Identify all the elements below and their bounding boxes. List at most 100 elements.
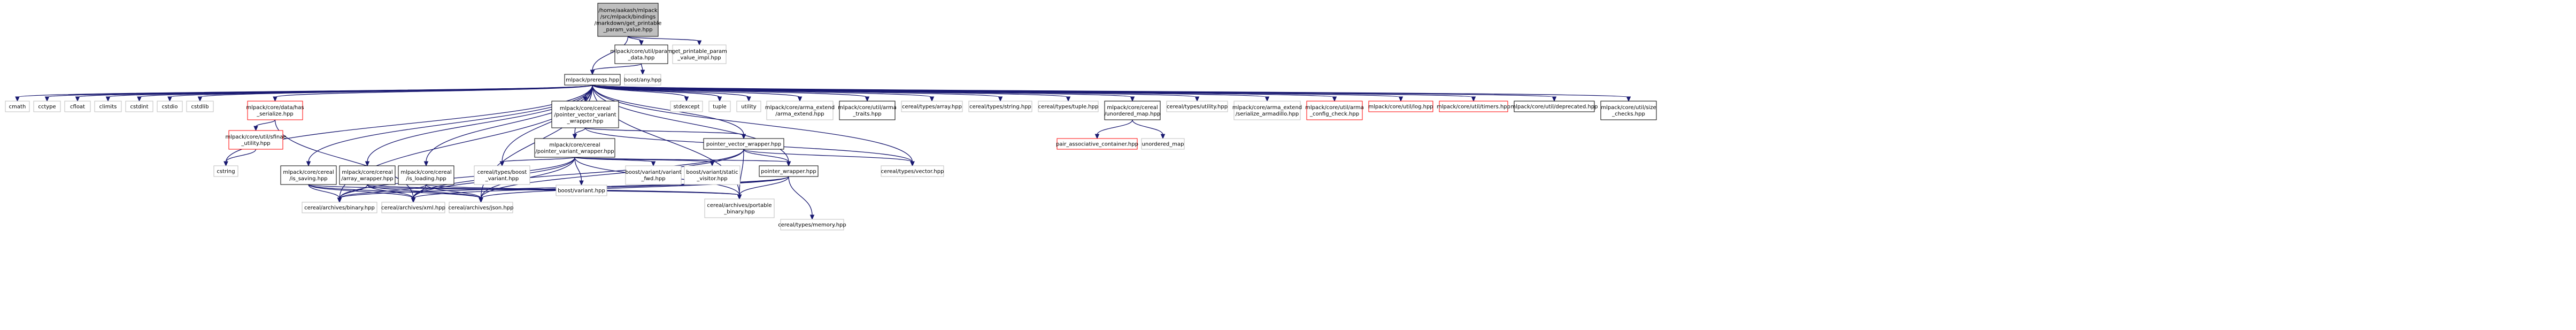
edge-prereqs-to-pvw — [592, 85, 744, 135]
node-pvvw[interactable]: mlpack/core/cereal/pointer_vector_varian… — [551, 101, 619, 128]
node-label-line: utility — [741, 104, 757, 110]
node-cereal-variant: cereal/types/boost_variant.hpp — [474, 165, 530, 185]
node-tuple: tuple — [708, 101, 731, 112]
arrowhead-prereqs-to-arma_traits — [865, 96, 870, 102]
edge-pw-to-memory — [788, 176, 813, 216]
node-box — [551, 101, 619, 128]
node-box — [1514, 101, 1595, 112]
arrowhead-prereqs-to-c_tuple — [1066, 96, 1071, 102]
node-box — [94, 101, 122, 112]
node-c-string: cereal/types/string.hpp — [968, 101, 1032, 112]
node-box — [213, 165, 238, 177]
node-arma-traits[interactable]: mlpack/core/util/arma_traits.hpp — [838, 101, 897, 120]
node-box — [704, 198, 775, 218]
arrowhead-pvvw-to-pvw — [741, 134, 746, 140]
node-size-checks[interactable]: mlpack/core/util/size_checks.hpp — [1600, 101, 1657, 120]
edge-pvvw-to-pvarw — [574, 127, 586, 135]
node-label-line: cstring — [217, 169, 235, 175]
node-label-line: mlpack/core/util/arma — [1305, 105, 1364, 111]
node-label-line: cctype — [38, 104, 56, 110]
node-box — [564, 74, 621, 86]
node-array-wrapper[interactable]: mlpack/core/cereal/array_wrapper.hpp — [339, 165, 396, 185]
edge-pvw-to-vector — [743, 149, 913, 163]
arrowhead-is_loading-to-binary — [337, 197, 342, 203]
node-label-line: _utility.hpp — [241, 141, 270, 147]
node-box — [1166, 101, 1228, 112]
node-cstdint: cstdint — [125, 101, 153, 112]
node-stdexcept: stdexcept — [670, 101, 703, 112]
node-box — [1306, 101, 1363, 120]
node-label-line: /home/aakash/mlpack — [598, 8, 657, 14]
node-label-line: cereal/types/vector.hpp — [881, 169, 944, 175]
node-utility: utility — [736, 101, 761, 112]
arrowhead-pvw-to-pw — [786, 161, 791, 167]
arrowhead-sfinae-to-cstring — [223, 161, 228, 167]
node-pw[interactable]: pointer_wrapper.hpp — [759, 165, 819, 177]
node-is-loading[interactable]: mlpack/core/cereal/is_loading.hpp — [398, 165, 454, 185]
node-box — [280, 165, 337, 185]
edge-unordered_map_hpp-to-pair_assoc — [1097, 119, 1133, 135]
edge-pvarw-to-cereal_variant — [502, 157, 575, 163]
node-box — [339, 165, 396, 185]
node-is-saving[interactable]: mlpack/core/cereal/is_saving.hpp — [280, 165, 337, 185]
arrowhead-pw-to-memory — [809, 214, 815, 220]
edge-prereqs-to-has_serialize — [274, 85, 593, 98]
node-box — [780, 219, 844, 231]
node-prereqs[interactable]: mlpack/prereqs.hpp — [564, 74, 621, 86]
node-root[interactable]: /home/aakash/mlpack/src/mlpack/bindings/… — [595, 3, 662, 37]
arrowhead-prereqs-to-cfloat — [75, 96, 80, 102]
arrowhead-is_loading-to-xml — [411, 197, 416, 203]
node-box — [1600, 101, 1657, 120]
edge-prereqs-to-is_loading — [426, 85, 593, 163]
node-deprecated[interactable]: mlpack/core/util/deprecated.hpp — [1510, 101, 1598, 112]
node-label-line: pointer_vector_wrapper.hpp — [706, 142, 781, 148]
node-sfinae[interactable]: mlpack/core/util/sfinae_utility.hpp — [226, 130, 287, 150]
node-box — [684, 165, 741, 185]
node-param-data[interactable]: mlpack/core/util/param_data.hpp — [610, 44, 673, 64]
arrowhead-prereqs-to-has_serialize — [273, 96, 277, 102]
node-label-line: cereal/types/boost — [477, 170, 527, 175]
node-static-visitor: boost/variant/static_visitor.hpp — [684, 165, 741, 185]
node-log[interactable]: mlpack/core/util/log.hpp — [1368, 101, 1433, 112]
node-label-line: cereal/types/tuple.hpp — [1038, 104, 1099, 110]
arrowhead-pvarw-to-variant_fwd — [651, 161, 656, 167]
node-pvw[interactable]: pointer_vector_wrapper.hpp — [703, 138, 784, 150]
node-arma-config[interactable]: mlpack/core/util/arma_config_check.hpp — [1305, 101, 1364, 120]
arrowhead-pvarw-to-cereal_variant — [499, 161, 505, 167]
arrowhead-prereqs-to-size_checks — [1626, 96, 1631, 102]
node-label-line: /arma_extend.hpp — [775, 111, 824, 117]
node-has-serialize[interactable]: mlpack/core/data/has_serialize.hpp — [246, 101, 304, 120]
edge-is_saving-to-json — [308, 184, 482, 199]
node-box — [1368, 101, 1433, 112]
node-box — [1233, 101, 1301, 120]
arrowhead-param_data-to-prereqs — [590, 70, 595, 75]
node-label-line: /pointer_vector_variant — [554, 112, 616, 118]
node-label-line: mlpack/core/util/param — [610, 49, 672, 55]
node-pair-assoc[interactable]: pair_associative_container.hpp — [1056, 138, 1138, 150]
edge-pw-to-portable — [739, 176, 789, 196]
node-label-line: cfloat — [70, 104, 85, 110]
node-pvarw[interactable]: mlpack/core/cereal/pointer_variant_wrapp… — [534, 138, 615, 158]
node-label-line: _checks.hpp — [1611, 111, 1645, 117]
arrowhead-unordered_map_hpp-to-pair_assoc — [1094, 134, 1100, 140]
node-unordered-map-hpp[interactable]: mlpack/core/cereal/unordered_map.hpp — [1104, 101, 1161, 120]
node-cstdio: cstdio — [157, 101, 183, 112]
node-label-line: _wrapper.hpp — [567, 119, 604, 125]
node-timers[interactable]: mlpack/core/util/timers.hpp — [1437, 101, 1510, 112]
node-label-line: mlpack/core/cereal — [560, 106, 611, 112]
edge-layer — [15, 36, 1631, 220]
node-label-line: unordered_map — [1142, 142, 1184, 148]
node-label-line: /array_wrapper.hpp — [341, 176, 393, 182]
node-box — [1439, 101, 1508, 112]
arrowhead-prereqs-to-is_loading — [423, 161, 429, 167]
node-box — [736, 101, 761, 112]
node-label-line: mlpack/core/cereal — [342, 170, 392, 175]
edge-pvw-to-pw — [743, 149, 789, 163]
arrowhead-param_data-to-boost_any — [640, 70, 645, 75]
node-label-line: /is_loading.hpp — [406, 176, 446, 182]
arrowhead-prereqs-to-cmath — [15, 96, 20, 102]
node-box — [449, 202, 513, 213]
arrowhead-pvarw-to-boost_variant — [579, 180, 584, 186]
arrowhead-prereqs-to-ser_armadillo — [1264, 96, 1270, 102]
node-boost-any: boost/any.hpp — [624, 74, 661, 86]
